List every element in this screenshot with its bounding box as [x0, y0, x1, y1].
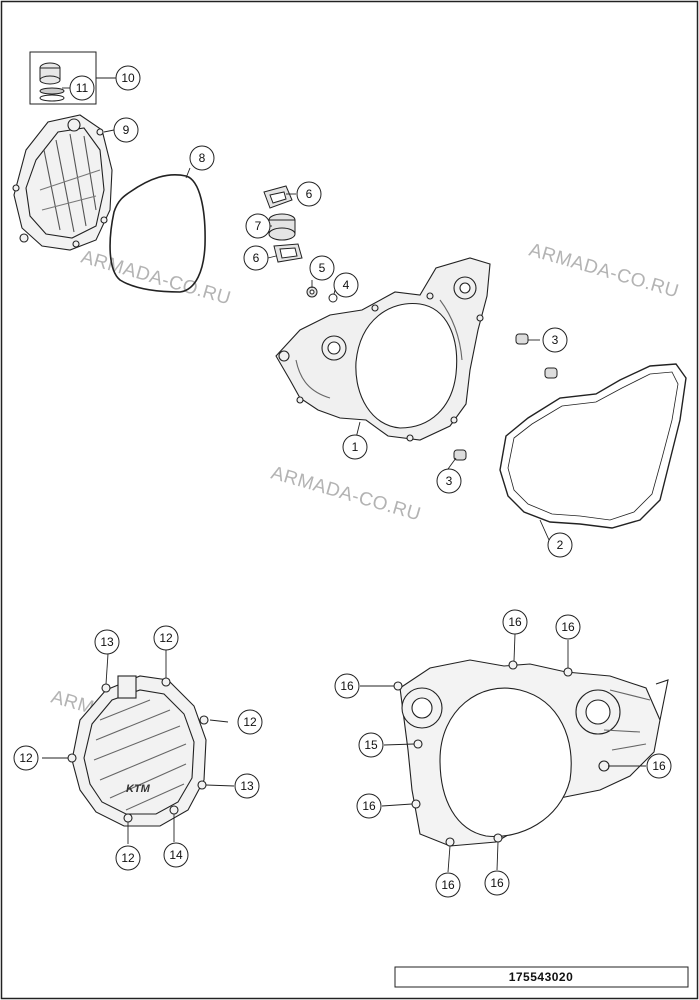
- callout-4: 4: [333, 272, 359, 298]
- callout-7: 7: [245, 213, 271, 239]
- svg-text:16: 16: [490, 876, 504, 890]
- svg-text:7: 7: [255, 219, 262, 233]
- callout-16: 16: [356, 793, 382, 819]
- svg-text:2: 2: [557, 538, 564, 552]
- callout-13: 13: [94, 629, 120, 655]
- svg-text:13: 13: [240, 779, 254, 793]
- svg-text:5: 5: [319, 261, 326, 275]
- callout-10: 10: [115, 65, 141, 91]
- callouts: 10 11 9 8 6 7 6 5 4 3 3 1 2 13 12 12 12 …: [13, 65, 672, 898]
- svg-text:15: 15: [364, 738, 378, 752]
- callout-16: 16: [502, 609, 528, 635]
- callout-16: 16: [435, 872, 461, 898]
- part-clutch-cover: [275, 257, 491, 442]
- svg-text:16: 16: [508, 615, 522, 629]
- callout-6: 6: [296, 181, 322, 207]
- callout-5: 5: [309, 255, 335, 281]
- part-clutch-cover-assembly: [393, 659, 669, 847]
- svg-text:16: 16: [561, 620, 575, 634]
- callout-16: 16: [484, 870, 510, 896]
- callout-1: 1: [342, 434, 368, 460]
- callout-15: 15: [358, 732, 384, 758]
- callout-12: 12: [153, 625, 179, 651]
- svg-text:16: 16: [340, 679, 354, 693]
- callout-16: 16: [555, 614, 581, 640]
- watermark: ARMADA-CO.RU: [79, 247, 234, 310]
- callout-8: 8: [189, 145, 215, 171]
- svg-text:8: 8: [199, 151, 206, 165]
- svg-text:14: 14: [169, 848, 183, 862]
- svg-text:16: 16: [652, 759, 666, 773]
- leader-lines: [42, 77, 646, 873]
- svg-text:3: 3: [446, 474, 453, 488]
- callout-16: 16: [334, 673, 360, 699]
- part-clutch-cover-gasket-inner: [507, 371, 679, 521]
- callout-3: 3: [436, 468, 462, 494]
- watermark: ARMADA-CO.RU: [269, 463, 424, 526]
- svg-text:12: 12: [159, 631, 173, 645]
- callout-3: 3: [542, 327, 568, 353]
- svg-text:12: 12: [121, 851, 135, 865]
- svg-text:1: 1: [352, 440, 359, 454]
- svg-text:6: 6: [306, 187, 313, 201]
- callout-11: 11: [69, 75, 95, 101]
- callout-16: 16: [646, 753, 672, 779]
- callout-14: 14: [163, 842, 189, 868]
- svg-text:4: 4: [343, 278, 350, 292]
- svg-text:16: 16: [441, 878, 455, 892]
- callout-12: 12: [237, 709, 263, 735]
- svg-text:9: 9: [123, 123, 130, 137]
- callout-13: 13: [234, 773, 260, 799]
- part-dowel-pins: [453, 333, 558, 461]
- svg-text:3: 3: [552, 333, 559, 347]
- part-outer-cover-assembly: KTM: [67, 675, 209, 827]
- svg-text:12: 12: [243, 715, 257, 729]
- part-outer-cover-gasket: [109, 174, 206, 293]
- callout-12: 12: [115, 845, 141, 871]
- callout-2: 2: [547, 532, 573, 558]
- reference-box: 175543020: [394, 966, 689, 988]
- brand-mark: KTM: [126, 783, 151, 795]
- part-gaskets-and-seals: [263, 185, 338, 303]
- part-clutch-cover-gasket: [499, 363, 687, 529]
- svg-text:11: 11: [76, 81, 89, 95]
- svg-text:16: 16: [362, 799, 376, 813]
- watermark: ARMADA-CO.RU: [527, 240, 682, 303]
- svg-text:10: 10: [121, 71, 135, 85]
- part-oil-filler-plug: [29, 51, 97, 105]
- part-outer-clutch-cover: [12, 114, 113, 251]
- callout-9: 9: [113, 117, 139, 143]
- svg-text:6: 6: [253, 251, 260, 265]
- callout-6: 6: [243, 245, 269, 271]
- reference-number: 175543020: [509, 970, 574, 984]
- svg-text:12: 12: [19, 751, 33, 765]
- svg-text:13: 13: [100, 635, 114, 649]
- callout-12: 12: [13, 745, 39, 771]
